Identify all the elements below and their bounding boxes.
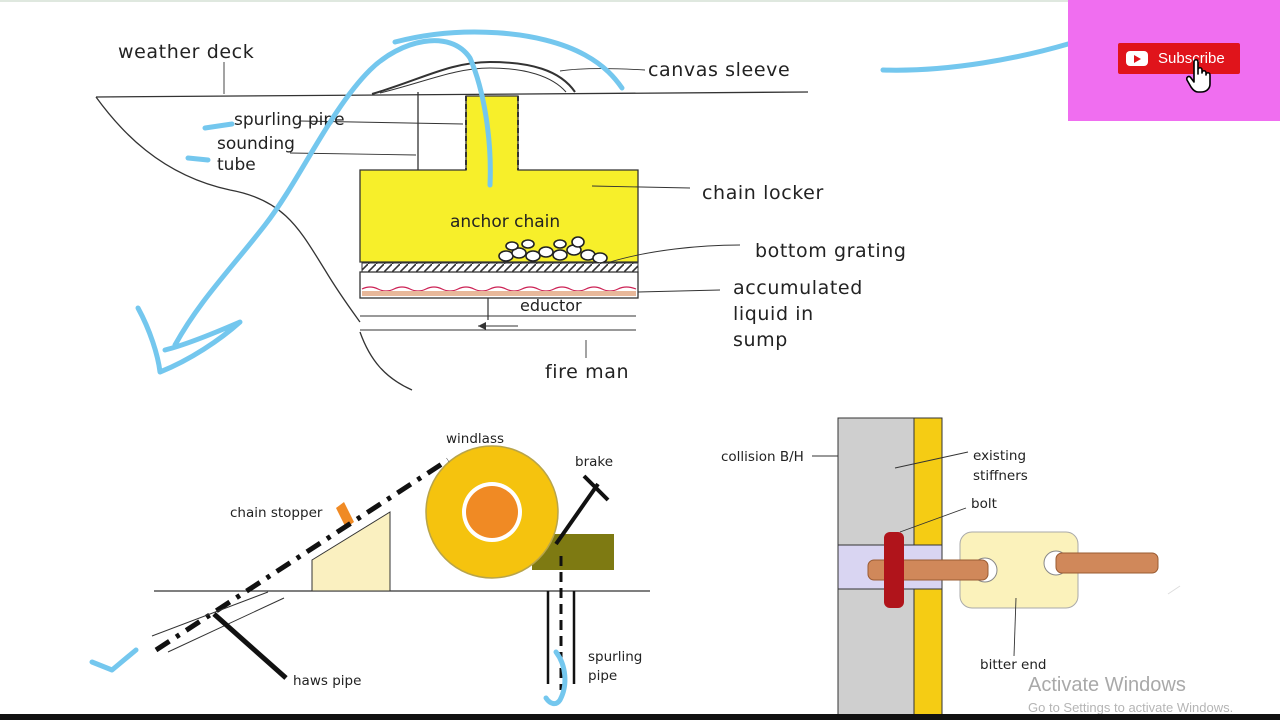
bottom-bar [0, 714, 1280, 720]
bolt-head [884, 532, 904, 608]
label-eductor: eductor [520, 296, 582, 315]
label-brake: brake [575, 454, 613, 470]
canvas-sleeve-inner [379, 67, 567, 94]
chain-locker-body [359, 95, 639, 263]
label-collision-bh: collision B/H [721, 449, 804, 465]
top-edge [0, 0, 1068, 2]
eductor-arrowhead [478, 322, 486, 330]
label-spurling-1: spurling [588, 649, 642, 665]
label-existing-1: existing [973, 448, 1026, 464]
label-sounding: sounding [217, 134, 295, 154]
youtube-play-icon [1126, 51, 1148, 66]
label-existing-2: stiffners [973, 468, 1028, 484]
sump-bottom [362, 291, 636, 296]
canvas-sleeve [371, 60, 576, 95]
pen-annotations [89, 29, 1071, 707]
label-chain-stopper: chain stopper [230, 505, 323, 521]
label-spurling-2: pipe [588, 668, 617, 684]
label-chain-locker: chain locker [702, 182, 824, 204]
pen-stroke-dash-2 [185, 155, 211, 163]
bottom-grating [361, 262, 639, 273]
label-spurling-pipe: spurling pipe [234, 110, 345, 130]
label-anchor-chain: anchor chain [450, 212, 560, 232]
pen-stroke-arc [392, 29, 625, 91]
haws-pipe-upper [151, 591, 269, 637]
pen-stroke-dash-1 [202, 121, 235, 131]
label-canvas-sleeve: canvas sleeve [648, 59, 790, 81]
subscribe-overlay: Subscribe [1068, 0, 1280, 121]
hand-cursor-icon [1186, 58, 1211, 93]
label-bitter-end: bitter end [980, 657, 1047, 673]
brake-handle [582, 474, 610, 502]
chain-stopper-pawl [336, 502, 354, 528]
faint-mark [1167, 585, 1181, 595]
label-accumulated-3: sump [733, 329, 788, 351]
anchor-chain-pile [498, 236, 608, 264]
label-bottom-grating: bottom grating [755, 240, 907, 262]
bitter-end-diagram: collision B/H existing stiffners bolt bi… [721, 417, 1181, 719]
subscribe-button[interactable]: Subscribe [1118, 43, 1240, 74]
pen-stroke-hook [543, 649, 568, 707]
pen-stroke-right [880, 41, 1071, 73]
label-bolt: bolt [971, 496, 997, 512]
activate-windows-subtitle: Go to Settings to activate Windows. [1028, 700, 1234, 715]
chain-locker-diagram: weather deck canvas sleeve spurling pipe… [95, 41, 907, 391]
label-windlass: windlass [446, 431, 504, 447]
label-accumulated-1: accumulated [733, 277, 863, 299]
subscribe-label: Subscribe [1158, 50, 1225, 67]
pen-stroke-check [89, 647, 139, 673]
label-haws-pipe: haws pipe [293, 673, 361, 689]
pen-stroke-arrowhead [135, 305, 243, 375]
chain-stopper-block [311, 511, 391, 592]
hull-lower [359, 331, 413, 391]
label-weather-deck: weather deck [118, 41, 254, 63]
leader-lines-3 [812, 451, 1017, 657]
hull-outline [95, 96, 361, 323]
windlass-core [466, 486, 518, 538]
accumulated-liquid [361, 286, 637, 292]
windlass-diagram: windlass brake chain stopper haws pipe s… [151, 431, 650, 690]
brake-lever [554, 482, 600, 546]
pen-stroke-loop [172, 38, 493, 348]
bitter-end-rod [1055, 552, 1159, 574]
weather-deck-line [95, 91, 809, 98]
label-accumulated-2: liquid in [733, 303, 814, 325]
anchor-chain-line [154, 457, 450, 653]
haws-pipe-pointer [212, 612, 288, 680]
label-tube: tube [217, 155, 256, 175]
activate-windows-title: Activate Windows [1028, 674, 1186, 696]
label-fire-man: fire man [545, 361, 629, 383]
